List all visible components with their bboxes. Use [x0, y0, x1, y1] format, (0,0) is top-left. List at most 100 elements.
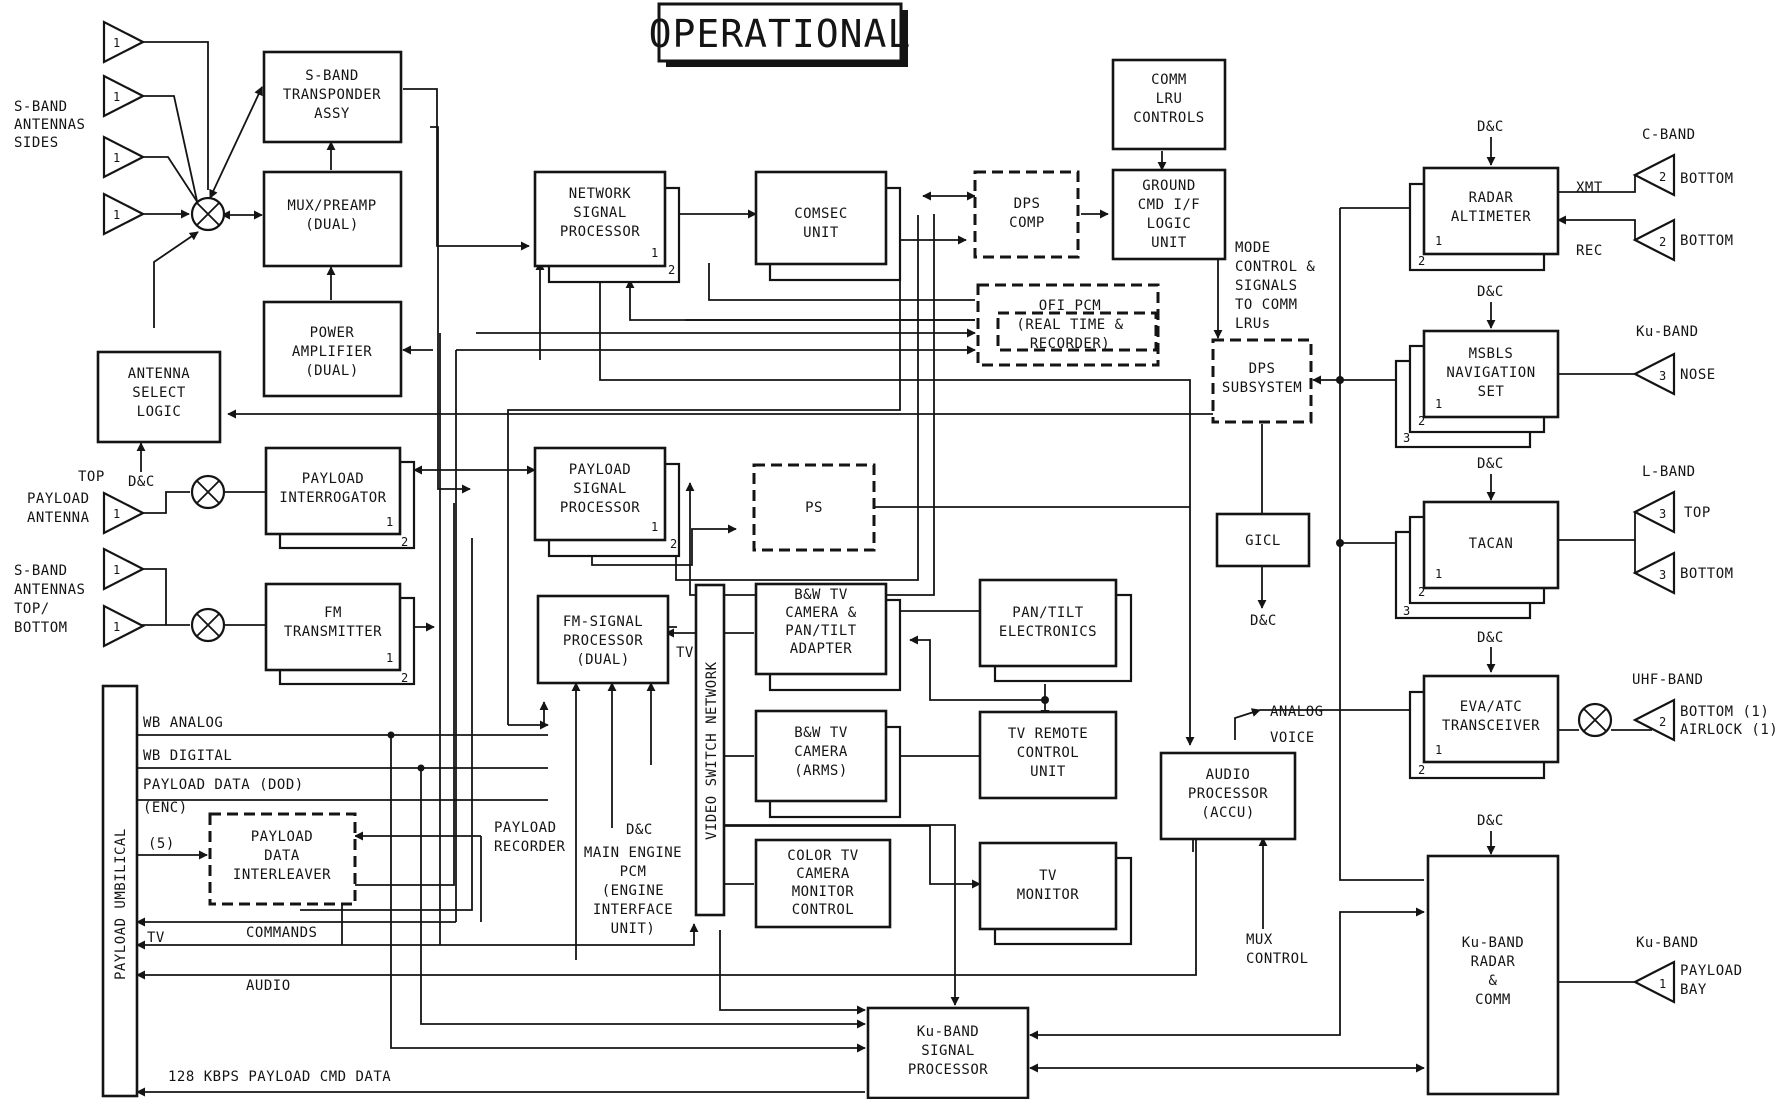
- svg-text:UNIT: UNIT: [1030, 764, 1066, 780]
- ofi-pcm-box: OFI PCM (REAL TIME & RECORDER): [976, 283, 1160, 367]
- fm-signal-processor-box: FM-SIGNAL PROCESSOR (DUAL): [536, 594, 670, 685]
- svg-text:BOTTOM: BOTTOM: [1680, 171, 1734, 187]
- svg-text:&: &: [1489, 973, 1498, 989]
- mode-control-label: MODE CONTROL & SIGNALS TO COMM LRUs: [1235, 240, 1315, 332]
- svg-text:CONTROL: CONTROL: [1017, 745, 1080, 761]
- svg-text:ALTIMETER: ALTIMETER: [1451, 209, 1531, 225]
- svg-text:1: 1: [113, 563, 120, 577]
- svg-text:SIGNAL: SIGNAL: [921, 1043, 975, 1059]
- svg-text:B&W TV: B&W TV: [794, 725, 848, 741]
- svg-text:SIGNALS: SIGNALS: [1235, 278, 1298, 294]
- ps-box: PS: [752, 463, 876, 552]
- left-antennas: 1 1 1 1 1 1 1: [102, 20, 167, 648]
- svg-text:AUDIO: AUDIO: [1206, 767, 1251, 783]
- svg-text:COMM: COMM: [1151, 72, 1187, 88]
- svg-text:UNIT): UNIT): [611, 921, 656, 937]
- svg-text:ANTENNA: ANTENNA: [27, 510, 90, 526]
- svg-text:INTERROGATOR: INTERROGATOR: [279, 490, 386, 506]
- xmt-label: XMT: [1576, 180, 1603, 196]
- svg-text:ANTENNAS: ANTENNAS: [14, 582, 85, 598]
- sband-transponder-box: S-BAND TRANSPONDER ASSY: [262, 50, 403, 144]
- svg-text:GROUND: GROUND: [1142, 178, 1196, 194]
- svg-text:ASSY: ASSY: [314, 106, 350, 122]
- svg-text:(REAL TIME &: (REAL TIME &: [1016, 317, 1123, 333]
- svg-text:CONTROL: CONTROL: [792, 902, 855, 918]
- svg-text:TACAN: TACAN: [1469, 536, 1514, 552]
- combiner-icon: [1577, 702, 1613, 738]
- svg-text:BOTTOM (1): BOTTOM (1): [1680, 704, 1769, 720]
- top-label: TOP: [78, 469, 105, 485]
- svg-text:WB DIGITAL: WB DIGITAL: [143, 748, 232, 764]
- svg-text:LOGIC: LOGIC: [137, 404, 182, 420]
- svg-text:RADAR: RADAR: [1471, 954, 1516, 970]
- svg-text:2: 2: [401, 535, 408, 549]
- svg-text:1: 1: [1435, 743, 1442, 757]
- svg-text:TRANSMITTER: TRANSMITTER: [284, 624, 382, 640]
- sband-topbottom-label: S-BAND: [14, 563, 68, 579]
- svg-text:Ku-BAND: Ku-BAND: [917, 1024, 980, 1040]
- svg-text:PAYLOAD: PAYLOAD: [569, 462, 632, 478]
- svg-text:MAIN ENGINE: MAIN ENGINE: [584, 845, 682, 861]
- svg-text:2: 2: [670, 537, 677, 551]
- right-labels: C-BAND BOTTOM BOTTOM Ku-BAND NOSE L-BAND…: [1632, 127, 1778, 998]
- svg-text:PROCESSOR: PROCESSOR: [1188, 786, 1268, 802]
- svg-text:MODE: MODE: [1235, 240, 1271, 256]
- svg-text:FM: FM: [324, 605, 342, 621]
- tv-remote-control-box: TV REMOTE CONTROL UNIT: [978, 710, 1118, 800]
- svg-text:CMD I/F: CMD I/F: [1138, 197, 1201, 213]
- left-labels: S-BAND ANTENNAS SIDES TOP D&C PAYLOAD AN…: [14, 99, 155, 636]
- svg-text:BOTTOM: BOTTOM: [1680, 233, 1734, 249]
- svg-text:C-BAND: C-BAND: [1642, 127, 1696, 143]
- svg-text:MUX: MUX: [1246, 932, 1273, 948]
- mux-control-label: MUX CONTROL: [1246, 932, 1308, 967]
- svg-text:1: 1: [113, 151, 120, 165]
- svg-text:INTERLEAVER: INTERLEAVER: [233, 867, 331, 883]
- svg-text:1: 1: [113, 507, 120, 521]
- msbls-box: MSBLS NAVIGATION SET 1 2 3: [1394, 329, 1560, 449]
- svg-text:(ENGINE: (ENGINE: [602, 883, 665, 899]
- svg-text:LRUs: LRUs: [1235, 316, 1271, 332]
- power-amplifier-box: POWER AMPLIFIER (DUAL): [262, 300, 403, 398]
- l-band-antenna-icon: 3: [1632, 490, 1676, 534]
- svg-text:TRANSPONDER: TRANSPONDER: [283, 87, 381, 103]
- svg-text:1: 1: [386, 651, 393, 665]
- svg-text:ANTENNA: ANTENNA: [128, 366, 191, 382]
- svg-text:1: 1: [651, 246, 658, 260]
- svg-text:B&W TV: B&W TV: [794, 587, 848, 603]
- svg-text:D&C: D&C: [1477, 456, 1504, 472]
- svg-text:TRANSCEIVER: TRANSCEIVER: [1442, 718, 1540, 734]
- svg-text:TOP/: TOP/: [14, 601, 50, 617]
- tv-monitor-box: TV MONITOR: [978, 841, 1133, 946]
- umbilical-labels: WB ANALOG WB DIGITAL PAYLOAD DATA (DOD) …: [143, 715, 391, 1085]
- svg-text:MSBLS: MSBLS: [1469, 346, 1514, 362]
- gicl-box: GICL: [1215, 512, 1311, 568]
- svg-text:TV: TV: [1039, 868, 1057, 884]
- connection-lines: [125, 41, 1653, 1097]
- svg-text:EVA/ATC: EVA/ATC: [1460, 699, 1523, 715]
- dc-label: D&C: [128, 474, 155, 490]
- svg-text:PAN/TILT: PAN/TILT: [785, 623, 857, 639]
- svg-text:PAYLOAD: PAYLOAD: [302, 471, 365, 487]
- svg-text:COMM: COMM: [1475, 992, 1511, 1008]
- svg-text:COLOR TV: COLOR TV: [787, 848, 859, 864]
- svg-text:TOP: TOP: [1684, 505, 1711, 521]
- svg-text:1: 1: [651, 520, 658, 534]
- video-switch-network-bar: VIDEO SWITCH NETWORK: [694, 583, 726, 917]
- svg-text:TV REMOTE: TV REMOTE: [1008, 726, 1088, 742]
- svg-text:UNIT: UNIT: [803, 225, 839, 241]
- payload-recorder-label: PAYLOAD RECORDER: [494, 820, 565, 855]
- svg-text:UNIT: UNIT: [1151, 235, 1187, 251]
- svg-text:Ku-BAND: Ku-BAND: [1636, 324, 1699, 340]
- svg-text:2: 2: [668, 263, 675, 277]
- svg-text:POWER: POWER: [310, 325, 355, 341]
- ku-signal-processor-box: Ku-BAND SIGNAL PROCESSOR: [866, 1006, 1030, 1099]
- svg-text:S-BAND: S-BAND: [305, 68, 359, 84]
- combiner-icon: [190, 196, 226, 232]
- ku-radar-comm-box: Ku-BAND RADAR & COMM: [1426, 854, 1560, 1096]
- svg-text:BOTTOM: BOTTOM: [1680, 566, 1734, 582]
- svg-text:(DUAL): (DUAL): [305, 363, 359, 379]
- radar-altimeter-box: RADAR ALTIMETER 1 2: [1408, 166, 1560, 272]
- combiner-icon: [190, 474, 226, 510]
- svg-text:Ku-BAND: Ku-BAND: [1462, 935, 1525, 951]
